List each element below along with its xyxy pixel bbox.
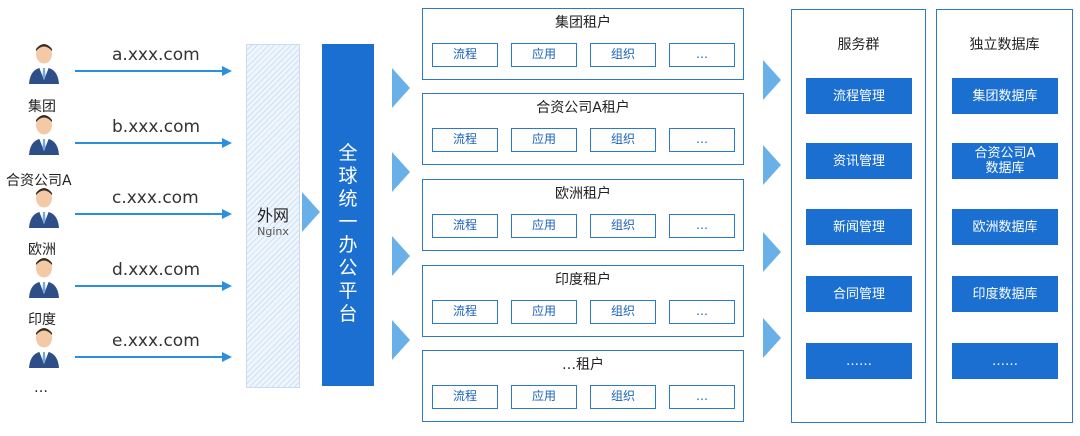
user-label: 合资公司A xyxy=(6,173,72,189)
tenant-title: 合资公司A租户 xyxy=(536,100,630,116)
databases-panel: 独立数据库 集团数据库 合资公司A 数据库 欧洲数据库 印度数据库 …… xyxy=(936,9,1073,423)
chevron-arrow-icon xyxy=(763,318,781,358)
tenant-module-chip: … xyxy=(669,128,735,152)
service-item: 资讯管理 xyxy=(806,143,912,179)
tenant-module-chip: 流程 xyxy=(432,128,498,152)
services-title: 服务群 xyxy=(837,37,880,53)
platform-block: 全 球 统 一 办 公 平 台 xyxy=(322,44,374,386)
database-item: 欧洲数据库 xyxy=(952,209,1058,245)
tenant-title: 印度租户 xyxy=(555,272,611,288)
database-item: …… xyxy=(952,343,1058,379)
tenant-box: 集团租户 流程 应用 组织 … xyxy=(422,8,744,80)
connector-arrow xyxy=(75,66,232,76)
users-more-label: … xyxy=(34,380,48,396)
service-item: 合同管理 xyxy=(806,276,912,312)
services-panel: 服务群 流程管理 资讯管理 新闻管理 合同管理 …… xyxy=(791,9,926,423)
user-label: 印度 xyxy=(28,312,56,328)
tenant-box: …租户 流程 应用 组织 … xyxy=(422,350,744,422)
platform-title: 全 球 统 一 办 公 平 台 xyxy=(338,142,358,325)
tenant-module-chip: 应用 xyxy=(511,300,577,324)
tenant-module-chip: … xyxy=(669,43,735,67)
domain-label: b.xxx.com xyxy=(112,117,201,137)
tenant-module-chip: … xyxy=(669,300,735,324)
tenant-title: 欧洲租户 xyxy=(555,186,611,202)
tenant-box: 合资公司A租户 流程 应用 组织 … xyxy=(422,93,744,165)
domain-label: a.xxx.com xyxy=(112,45,200,65)
database-item: 合资公司A 数据库 xyxy=(952,143,1058,179)
user-label: 集团 xyxy=(28,99,56,115)
tenant-module-chip: 流程 xyxy=(432,385,498,409)
service-item: 新闻管理 xyxy=(806,209,912,245)
domain-label: e.xxx.com xyxy=(112,331,200,351)
chevron-arrow-icon xyxy=(392,152,410,192)
service-item: 流程管理 xyxy=(806,78,912,114)
tenant-title: 集团租户 xyxy=(555,15,611,31)
user-column: a.xxx.com 集团 b.xxx.com 合资公司A c.xxx.com 欧… xyxy=(0,0,240,436)
tenant-module-chip: 组织 xyxy=(590,385,656,409)
user-avatar-icon xyxy=(29,188,59,228)
tenant-module-chip: 组织 xyxy=(590,43,656,67)
database-item: 印度数据库 xyxy=(952,276,1058,312)
user-avatar-icon xyxy=(29,44,59,84)
tenant-box: 印度租户 流程 应用 组织 … xyxy=(422,265,744,337)
chevron-arrow-icon xyxy=(392,68,410,108)
tenant-module-chip: … xyxy=(669,385,735,409)
connector-arrow xyxy=(75,138,232,148)
chevron-arrow-icon xyxy=(392,236,410,276)
tenant-module-chip: 组织 xyxy=(590,214,656,238)
user-label: 欧洲 xyxy=(28,242,56,258)
gateway-subtitle: Nginx xyxy=(257,225,289,238)
tenant-module-chip: 流程 xyxy=(432,43,498,67)
tenant-module-chip: 应用 xyxy=(511,128,577,152)
tenant-module-chip: 流程 xyxy=(432,214,498,238)
chevron-arrow-icon xyxy=(763,60,781,100)
domain-label: d.xxx.com xyxy=(112,260,201,280)
connector-arrow xyxy=(75,281,232,291)
database-item: 集团数据库 xyxy=(952,78,1058,114)
databases-title: 独立数据库 xyxy=(969,37,1040,53)
tenant-module-chip: … xyxy=(669,214,735,238)
user-avatar-icon xyxy=(29,328,59,368)
tenant-module-chip: 应用 xyxy=(511,43,577,67)
connector-arrow xyxy=(75,352,232,362)
gateway-block: 外网 Nginx xyxy=(246,44,300,388)
user-avatar-icon xyxy=(29,115,59,155)
service-item: …… xyxy=(806,343,912,379)
tenant-module-chip: 应用 xyxy=(511,385,577,409)
tenant-module-chip: 应用 xyxy=(511,214,577,238)
connector-arrow xyxy=(75,209,232,219)
user-avatar-icon xyxy=(29,258,59,298)
gateway-title: 外网 xyxy=(256,206,289,225)
chevron-arrow-icon xyxy=(392,320,410,360)
gateway-arrow-icon xyxy=(302,192,320,232)
tenant-module-chip: 组织 xyxy=(590,128,656,152)
chevron-arrow-icon xyxy=(763,145,781,185)
tenant-module-chip: 流程 xyxy=(432,300,498,324)
tenant-module-chip: 组织 xyxy=(590,300,656,324)
domain-label: c.xxx.com xyxy=(112,188,199,208)
chevron-arrow-icon xyxy=(763,232,781,272)
tenant-box: 欧洲租户 流程 应用 组织 … xyxy=(422,179,744,251)
tenant-title: …租户 xyxy=(562,357,604,373)
